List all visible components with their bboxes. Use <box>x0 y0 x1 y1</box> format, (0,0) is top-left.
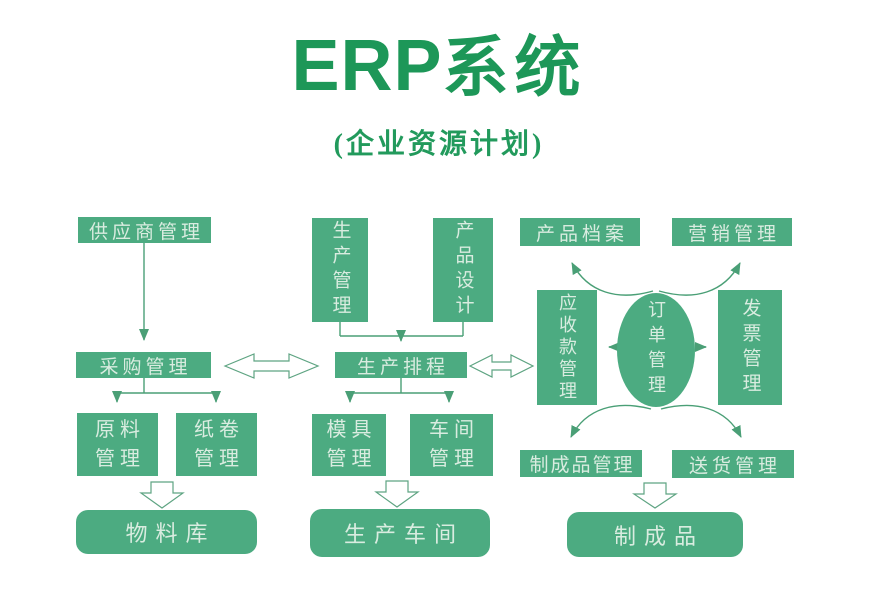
node-paper-roll-management: 纸卷 管理 <box>176 413 257 476</box>
node-raw-material-management: 原料 管理 <box>77 413 158 476</box>
node-production-workshop: 生产车间 <box>310 509 490 557</box>
connector-purchase-branch <box>117 378 216 394</box>
node-mold-line1: 模具 <box>326 419 377 441</box>
node-raw-material-line1: 原料 <box>95 418 145 441</box>
node-finished-goods-management: 制成品管理 <box>520 450 642 477</box>
node-receivables-management: 应收款管理 <box>537 290 597 405</box>
block-arrow-to-production-workshop <box>374 480 420 508</box>
node-product-archive: 产品档案 <box>520 218 640 246</box>
block-arrow-to-material-store <box>139 481 185 509</box>
block-arrow-to-finished-goods <box>632 482 678 509</box>
node-raw-material-line2: 管理 <box>95 447 145 470</box>
node-workshop-line2: 管理 <box>429 448 479 470</box>
node-delivery-management: 送货管理 <box>672 450 794 478</box>
double-arrow-purchase-schedule <box>223 353 320 379</box>
node-paper-roll-line1: 纸卷 <box>194 418 244 441</box>
connector-order-to-finished-goods-mgmt <box>570 404 652 438</box>
page-subtitle: (企业资源计划) <box>333 129 545 160</box>
node-supplier-management: 供应商管理 <box>78 217 211 243</box>
node-product-design: 产品设计 <box>433 218 493 322</box>
node-marketing-management: 营销管理 <box>672 218 792 246</box>
node-workshop-line1: 车间 <box>429 419 479 441</box>
title-system: 系统 <box>442 32 587 105</box>
node-mold-management: 模具 管理 <box>312 414 386 476</box>
node-order-management: 订单管理 <box>617 293 695 407</box>
connector-order-to-product-archive <box>571 262 654 296</box>
connector-order-to-marketing <box>658 262 741 296</box>
node-production-management: 生产管理 <box>312 218 368 322</box>
double-arrow-schedule-receivables <box>468 354 535 378</box>
page-title: ERP系统 <box>0 30 878 102</box>
node-paper-roll-line2: 管理 <box>194 447 244 470</box>
node-workshop-management: 车间 管理 <box>410 414 493 476</box>
node-invoice-management: 发票管理 <box>718 290 782 405</box>
node-material-store: 物料库 <box>76 510 257 554</box>
node-production-schedule: 生产排程 <box>335 352 467 378</box>
node-finished-goods: 制成品 <box>567 512 743 557</box>
connector-schedule-branch <box>350 378 449 394</box>
title-erp: ERP <box>291 26 443 106</box>
connector-production-design-bracket <box>339 322 464 337</box>
node-mold-line2: 管理 <box>326 448 377 470</box>
connector-order-to-delivery <box>660 404 742 438</box>
node-purchase-management: 采购管理 <box>76 352 211 378</box>
